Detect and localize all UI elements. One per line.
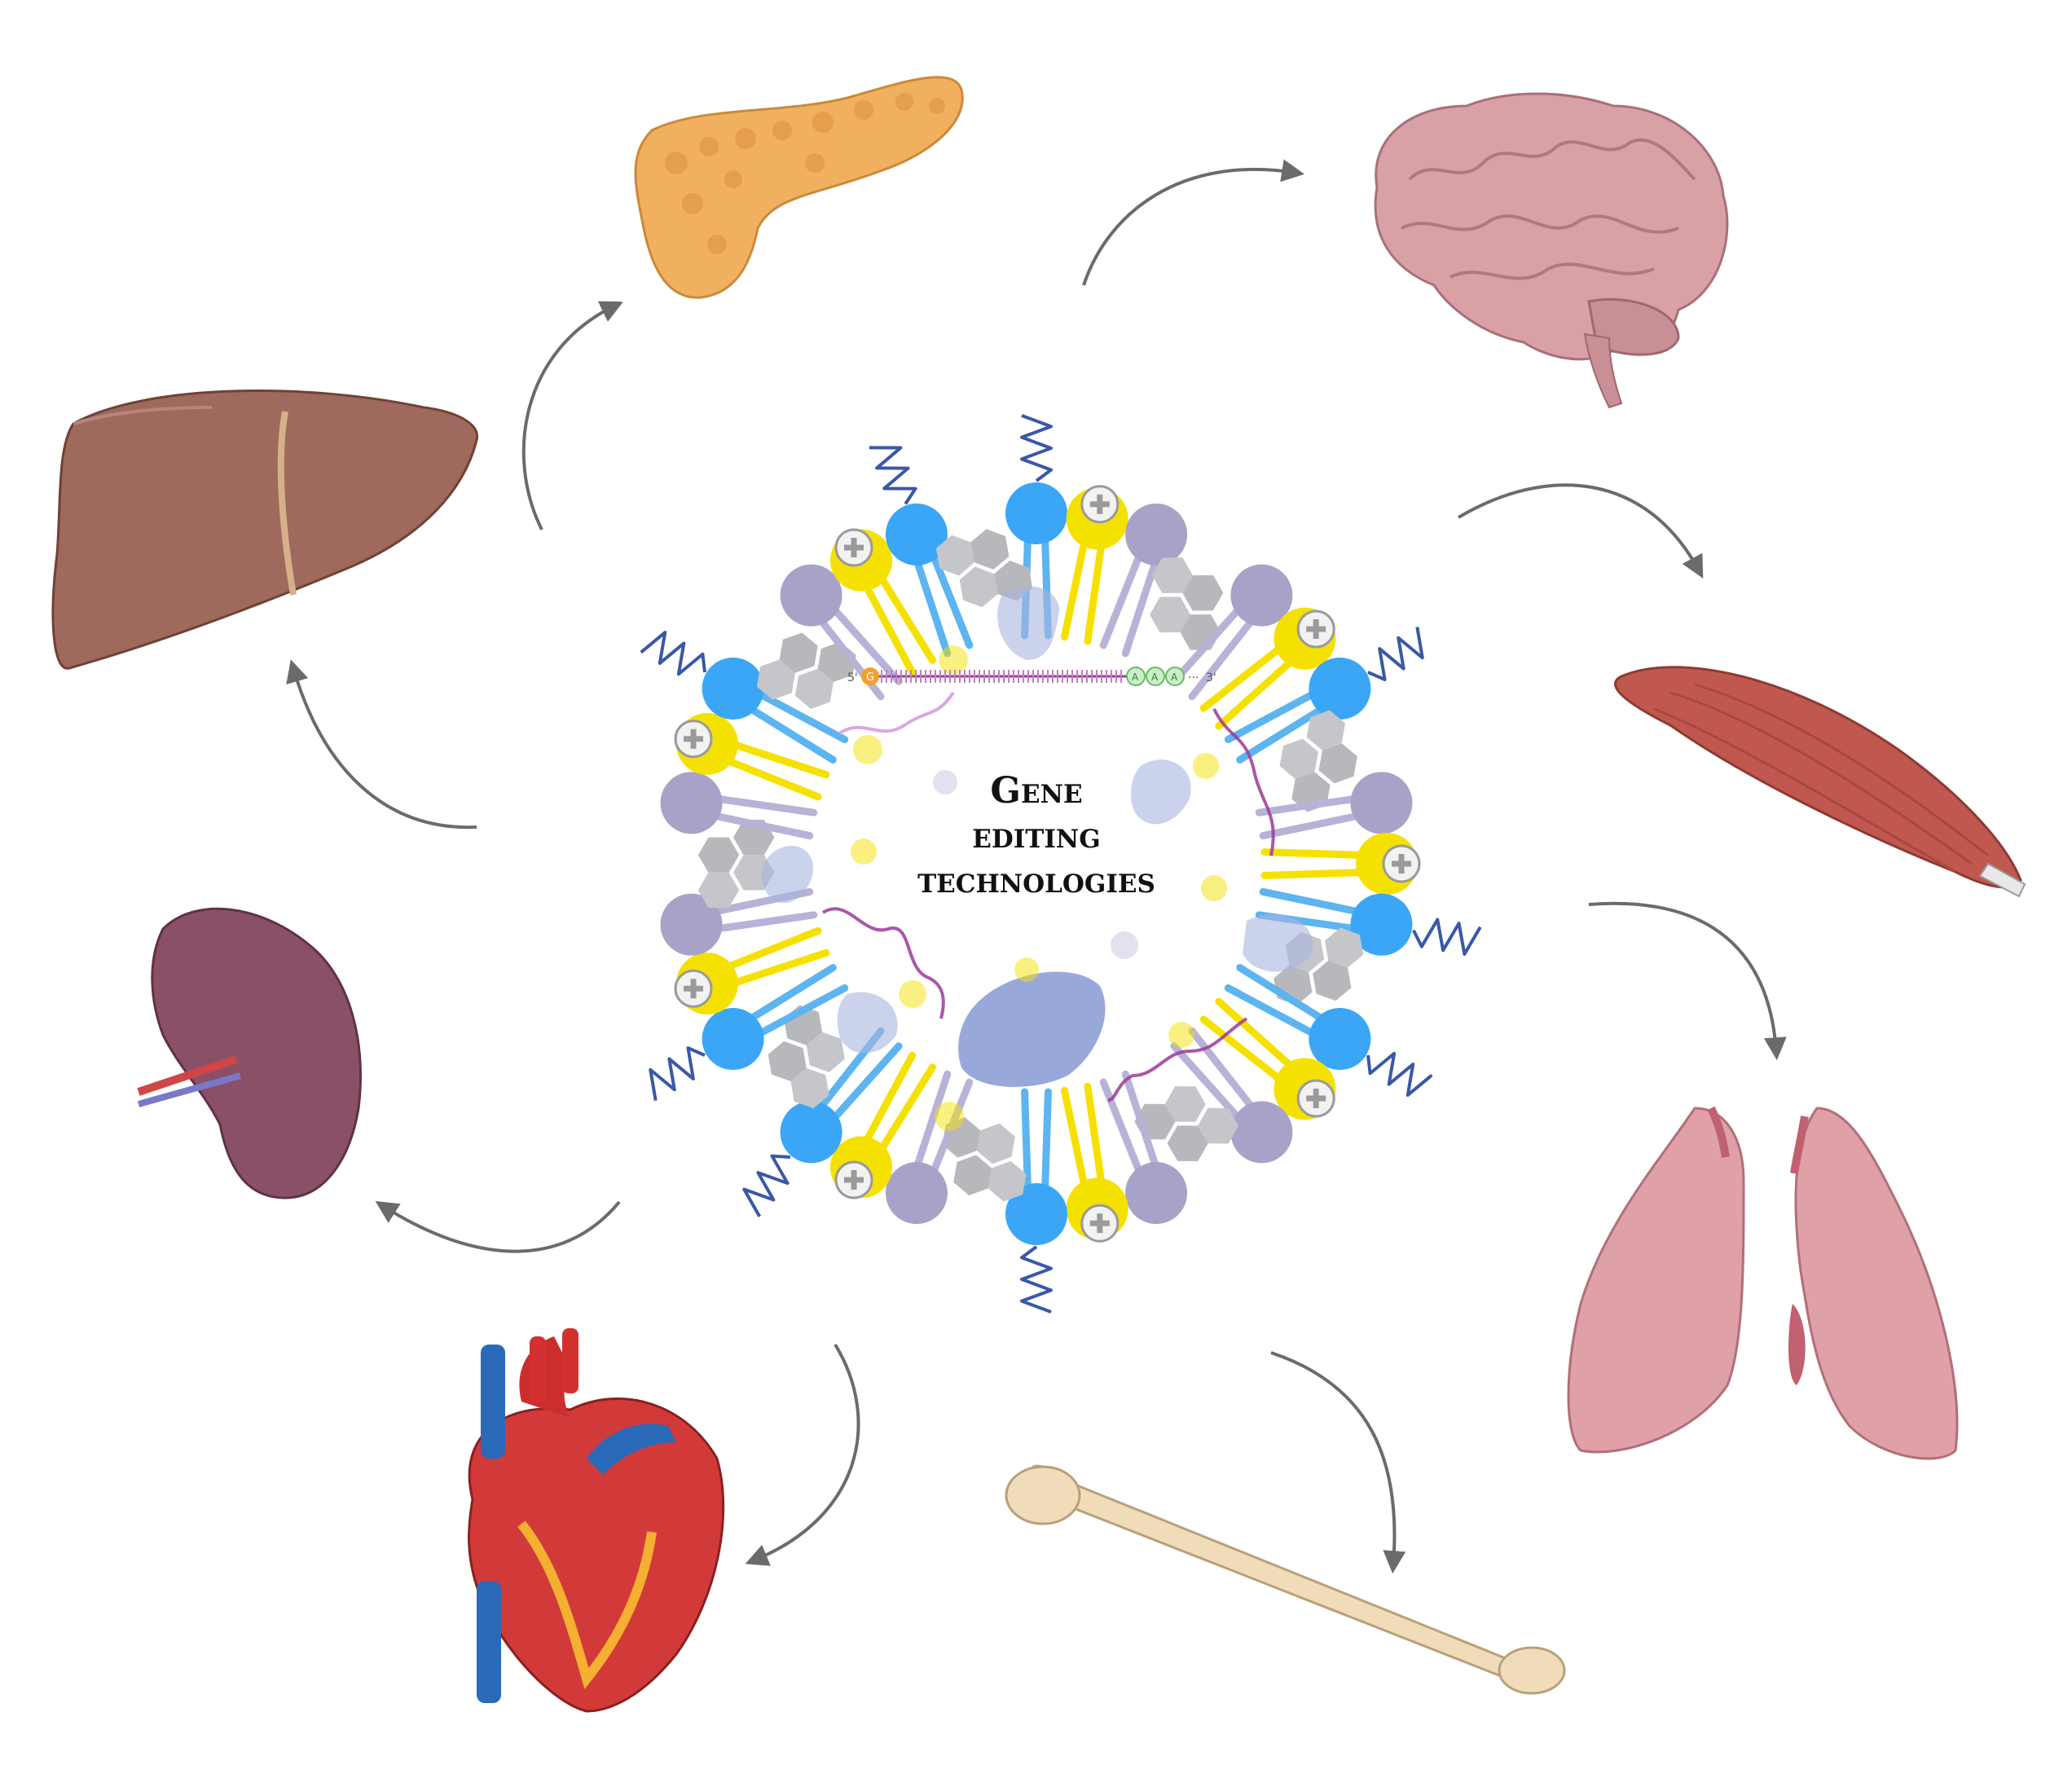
positive-charge-icon bbox=[674, 720, 713, 759]
poly-a-2: A bbox=[1151, 671, 1159, 683]
peg-lipid bbox=[640, 631, 849, 764]
helper-lipid bbox=[1170, 1027, 1293, 1164]
arrow-heart-to-spleen bbox=[375, 1200, 621, 1253]
ionizable-lipid bbox=[1060, 1082, 1128, 1243]
cholesterol-hexagons bbox=[1144, 548, 1229, 659]
ionizable-lipid bbox=[674, 927, 830, 1015]
positive-charge-icon bbox=[1080, 1204, 1120, 1243]
lungs-icon bbox=[1567, 1106, 1959, 1460]
ionizable-lipid bbox=[830, 1051, 936, 1199]
peg-lipid bbox=[1005, 1088, 1067, 1314]
mrna-construct: 5' G A A A ··· 3' bbox=[847, 667, 1216, 686]
brain-icon bbox=[1374, 92, 1729, 409]
poly-a-3: A bbox=[1171, 671, 1178, 683]
ionizable-lipid bbox=[1060, 485, 1128, 645]
positive-charge-icon bbox=[1080, 485, 1120, 524]
arrow-brain-to-muscle bbox=[1457, 483, 1704, 579]
peg-lipid bbox=[1224, 627, 1424, 764]
protein-cargo-faint bbox=[761, 586, 1313, 1054]
poly-a-tail: A A A bbox=[1126, 667, 1185, 686]
arrow-lungs-to-bone bbox=[1270, 1351, 1406, 1574]
mrna-5prime: 5' bbox=[847, 671, 858, 684]
bone-icon bbox=[1005, 1464, 1566, 1695]
helper-lipid bbox=[1170, 564, 1293, 701]
title-line-3: technologies bbox=[917, 860, 1155, 901]
inner-lipids bbox=[851, 645, 1227, 1131]
flow-arrows bbox=[286, 159, 1787, 1574]
positive-charge-icon bbox=[1296, 1079, 1335, 1118]
cholesterol-hexagons bbox=[697, 820, 775, 908]
helper-lipid bbox=[1099, 503, 1188, 658]
pancreas-icon bbox=[634, 76, 964, 299]
ionizable-lipid bbox=[674, 712, 830, 801]
arrow-pancreas-to-brain bbox=[1082, 159, 1305, 286]
peg-lipid bbox=[649, 964, 849, 1101]
protein-cargo bbox=[958, 971, 1106, 1087]
mrna-cap: G bbox=[866, 671, 874, 684]
poly-a-1: A bbox=[1132, 671, 1139, 683]
mrna-ellipsis: ··· bbox=[1188, 671, 1199, 684]
heart-icon bbox=[468, 1328, 725, 1713]
mrna-3prime: 3' bbox=[1206, 671, 1216, 684]
lipid-shell bbox=[640, 414, 1482, 1314]
cholesterol-hexagons bbox=[1129, 1077, 1244, 1170]
title-line-2: editing bbox=[972, 815, 1100, 856]
ionizable-lipid bbox=[1260, 833, 1421, 895]
diagram-title: Gene editing technologies bbox=[917, 770, 1155, 901]
spleen-icon bbox=[137, 907, 362, 1199]
liver-icon bbox=[51, 390, 478, 670]
ionizable-lipid bbox=[830, 528, 936, 676]
peg-lipid bbox=[1224, 964, 1433, 1097]
helper-lipid bbox=[885, 1070, 974, 1225]
positive-charge-icon bbox=[834, 1160, 873, 1199]
ionizable-lipid bbox=[1199, 607, 1336, 730]
helper-lipid bbox=[1255, 772, 1413, 840]
ionizable-lipid bbox=[1199, 997, 1336, 1120]
title-line-1: Gene bbox=[990, 770, 1082, 812]
arrow-spleen-to-liver bbox=[286, 659, 477, 830]
positive-charge-icon bbox=[1382, 844, 1421, 883]
positive-charge-icon bbox=[674, 969, 713, 1008]
positive-charge-icon bbox=[1296, 610, 1335, 649]
arrow-bone-to-heart bbox=[745, 1343, 860, 1566]
arrow-liver-to-pancreas bbox=[521, 301, 624, 530]
arrow-muscle-to-lungs bbox=[1588, 901, 1787, 1061]
peg-lipid bbox=[869, 446, 974, 658]
helper-lipid bbox=[660, 772, 818, 840]
lipid-nanoparticle: 5' G A A A ··· 3' bbox=[640, 414, 1482, 1314]
positive-charge-icon bbox=[834, 528, 873, 567]
helper-lipid bbox=[1099, 1070, 1188, 1225]
muscle-icon bbox=[1614, 666, 2026, 898]
